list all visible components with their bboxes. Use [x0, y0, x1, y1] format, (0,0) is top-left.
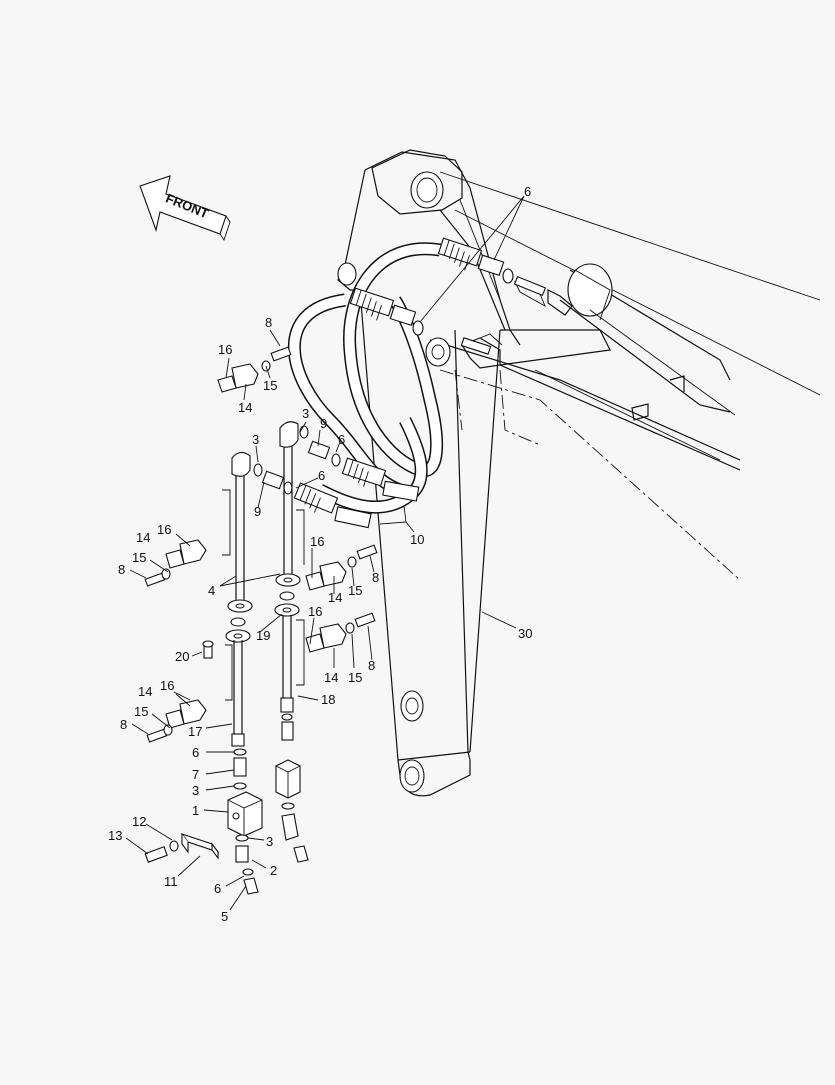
callout-6: 6	[214, 881, 221, 896]
callout-20: 20	[175, 649, 189, 664]
callout-15: 15	[132, 550, 146, 565]
callout-6: 6	[192, 745, 199, 760]
hose-fitting-upper-2	[349, 287, 424, 336]
hose-fitting-upper-1	[437, 237, 514, 284]
callout-3: 3	[266, 834, 273, 849]
callout-7: 7	[192, 767, 199, 782]
callout-15: 15	[348, 670, 362, 685]
callout-14: 14	[136, 530, 150, 545]
callout-18: 18	[321, 692, 335, 707]
callout-12: 12	[132, 814, 146, 829]
callout-4: 4	[208, 583, 215, 598]
callout-9: 9	[320, 416, 327, 431]
callout-3: 3	[302, 406, 309, 421]
callout-6: 6	[524, 184, 531, 199]
boom-arm	[337, 149, 821, 797]
callout-9: 9	[254, 504, 261, 519]
callout-16: 16	[157, 522, 171, 537]
callout-16: 16	[160, 678, 174, 693]
callout-5: 5	[221, 909, 228, 924]
valve-block-parts	[144, 748, 309, 895]
front-arrow-icon: FRONT	[139, 175, 231, 242]
callout-15: 15	[134, 704, 148, 719]
callout-3: 3	[192, 783, 199, 798]
callout-8: 8	[120, 717, 127, 732]
callout-6: 6	[318, 468, 325, 483]
callout-14: 14	[238, 400, 252, 415]
callout-19: 19	[256, 628, 270, 643]
clamps-and-bolts	[144, 346, 378, 743]
hydraulic-hoses	[253, 237, 547, 529]
callout-6: 6	[338, 432, 345, 447]
callout-1: 1	[192, 803, 199, 818]
callout-8: 8	[265, 315, 272, 330]
callout-16: 16	[308, 604, 322, 619]
callout-13: 13	[108, 828, 122, 843]
callout-3: 3	[252, 432, 259, 447]
steel-tubes	[222, 421, 305, 747]
callout-labels: 6 8 16 14 15 3 9 6 3 6 9 16 14 15 8 4 16…	[108, 184, 532, 924]
callout-8: 8	[372, 570, 379, 585]
callout-2: 2	[270, 863, 277, 878]
hose-fitting-lower-1	[341, 457, 420, 502]
hose-fitting-lower-2	[293, 482, 372, 529]
callout-15: 15	[348, 583, 362, 598]
callout-17: 17	[188, 724, 202, 739]
callout-16: 16	[310, 534, 324, 549]
callout-30: 30	[518, 626, 532, 641]
callout-16: 16	[218, 342, 232, 357]
callout-14: 14	[324, 670, 338, 685]
leader-lines	[125, 195, 525, 911]
callout-14: 14	[138, 684, 152, 699]
callout-10: 10	[410, 532, 424, 547]
callout-8: 8	[118, 562, 125, 577]
callout-11: 11	[164, 874, 178, 889]
callout-8: 8	[368, 658, 375, 673]
callout-14: 14	[328, 590, 342, 605]
callout-15: 15	[263, 378, 277, 393]
